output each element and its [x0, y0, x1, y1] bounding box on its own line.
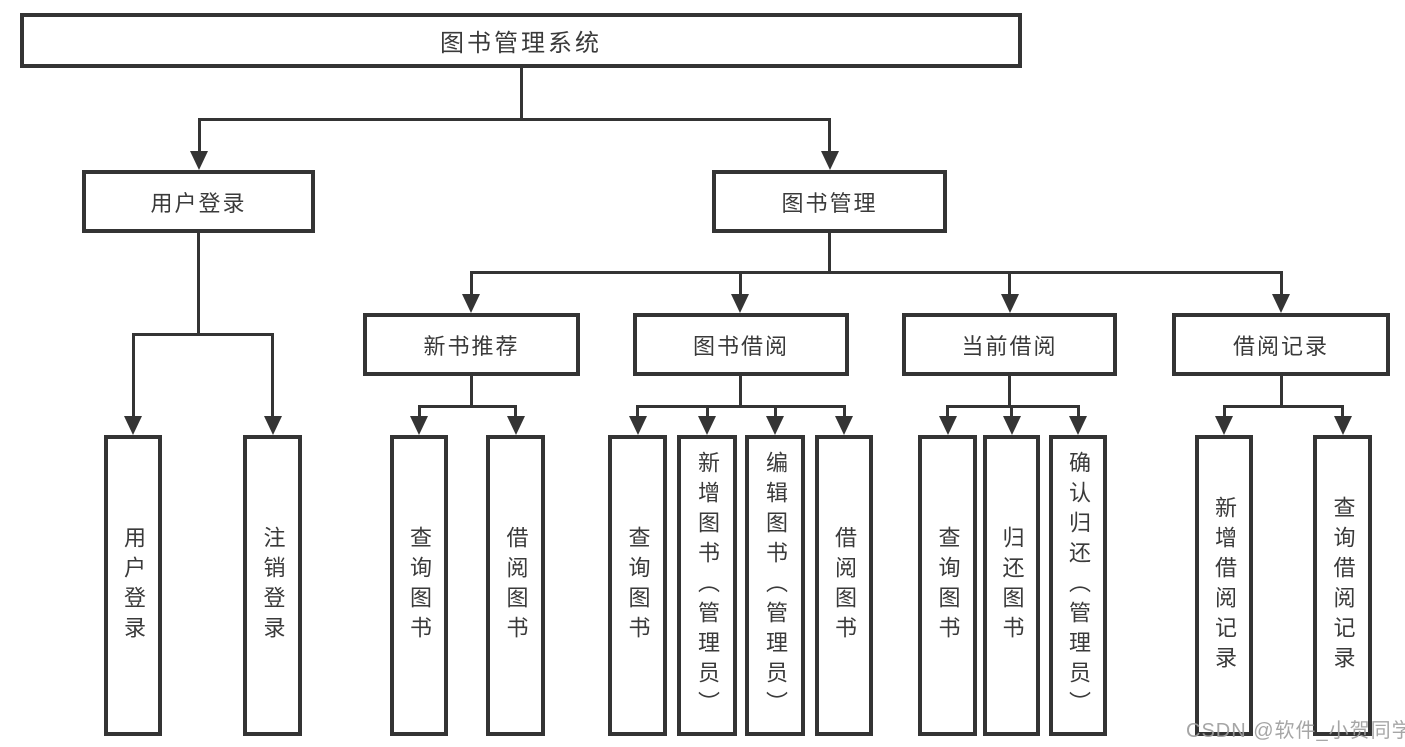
arrow-down-marker — [1333, 416, 1352, 435]
connector-drop-line — [1279, 376, 1283, 408]
connector-stem-line — [705, 405, 709, 420]
connector-drop-line — [1008, 376, 1011, 408]
connector-stem-line — [417, 405, 421, 420]
arrow-down-marker — [263, 416, 282, 435]
csdn-watermark: CSDN @软件_小贺同学 — [1186, 720, 1405, 742]
node-root-system: 图书管理系统 — [20, 13, 1022, 68]
leaf-return-books: 归还图书 — [983, 435, 1040, 736]
connector-drop-line — [519, 68, 523, 121]
connector-bus-line — [131, 333, 274, 336]
connector-stem-line — [131, 333, 135, 420]
node-borrowing-records: 借阅记录 — [1172, 313, 1390, 376]
arrow-down-marker — [1215, 416, 1233, 435]
connector-bus-line — [1222, 405, 1344, 408]
leaf-logout: 注销登录 — [243, 435, 302, 736]
connector-stem-line — [636, 405, 639, 420]
connector-stem-line — [1341, 405, 1344, 420]
arrow-down-marker — [410, 416, 428, 435]
leaf-add-borrow-record: 新增借阅记录 — [1195, 435, 1253, 736]
connector-bus-line — [197, 118, 831, 121]
arrow-down-marker — [506, 416, 525, 435]
connector-bus-line — [469, 271, 1283, 274]
connector-drop-line — [828, 233, 831, 274]
connector-stem-line — [197, 118, 201, 155]
connector-drop-line — [197, 233, 200, 336]
connector-bus-line — [636, 405, 846, 408]
connector-stem-line — [842, 405, 846, 420]
arrow-down-marker — [462, 294, 480, 313]
arrow-down-marker — [766, 416, 784, 435]
node-new-book-recommendation: 新书推荐 — [363, 313, 580, 376]
connector-drop-line — [469, 376, 473, 408]
connector-stem-line — [773, 405, 777, 420]
arrow-down-marker — [938, 416, 957, 435]
leaf-add-books-admin: 新增图书（管理员） — [677, 435, 737, 736]
node-user-login-module: 用户登录 — [82, 170, 315, 233]
connector-stem-line — [1008, 271, 1011, 298]
connector-stem-line — [828, 118, 831, 155]
connector-stem-line — [1279, 271, 1283, 298]
leaf-edit-books-admin: 编辑图书（管理员） — [745, 435, 805, 736]
connector-stem-line — [514, 405, 517, 420]
arrow-down-marker — [628, 416, 647, 435]
connector-bus-line — [417, 405, 517, 408]
connector-stem-line — [1010, 405, 1013, 420]
arrow-down-marker — [731, 294, 749, 313]
arrow-down-marker — [698, 416, 716, 435]
leaf-borrow-books: 借阅图书 — [815, 435, 873, 736]
arrow-down-marker — [835, 416, 853, 435]
leaf-query-books-current: 查询图书 — [918, 435, 977, 736]
leaf-query-books-newbooks: 查询图书 — [390, 435, 448, 736]
connector-stem-line — [738, 271, 742, 298]
arrow-down-marker — [1272, 294, 1290, 313]
arrow-down-marker — [1000, 294, 1019, 313]
connector-stem-line — [946, 405, 949, 420]
arrow-down-marker — [190, 151, 208, 170]
node-book-management-module: 图书管理 — [712, 170, 947, 233]
leaf-query-books-borrowing: 查询图书 — [608, 435, 667, 736]
connector-stem-line — [1076, 405, 1080, 420]
leaf-query-borrow-record: 查询借阅记录 — [1313, 435, 1372, 736]
arrow-down-marker — [124, 416, 142, 435]
connector-stem-line — [1222, 405, 1226, 420]
leaf-borrow-books-newbooks: 借阅图书 — [486, 435, 545, 736]
connector-stem-line — [271, 333, 274, 420]
arrow-down-marker — [1002, 416, 1021, 435]
leaf-user-login: 用户登录 — [104, 435, 162, 736]
connector-stem-line — [469, 271, 473, 298]
arrow-down-marker — [820, 151, 839, 170]
node-book-borrowing: 图书借阅 — [633, 313, 849, 376]
leaf-confirm-return-admin: 确认归还（管理员） — [1049, 435, 1107, 736]
connector-drop-line — [738, 376, 742, 408]
arrow-down-marker — [1069, 416, 1087, 435]
node-current-borrowing: 当前借阅 — [902, 313, 1117, 376]
